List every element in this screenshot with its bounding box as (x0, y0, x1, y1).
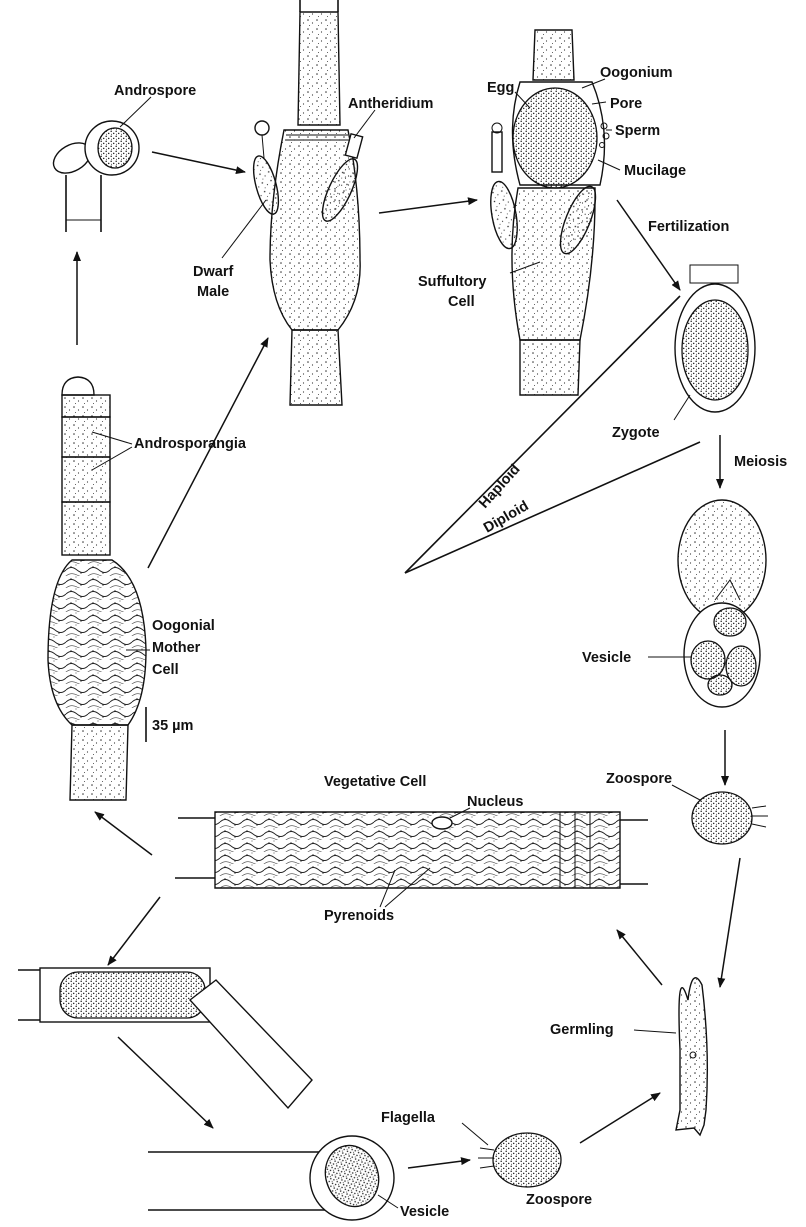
dwarf-male-filament (249, 0, 365, 405)
label-androspore: Androspore (114, 83, 196, 99)
zoospore-lower-drawing (478, 1133, 561, 1187)
label-dwarf-male-line1: Dwarf (193, 264, 233, 280)
meiosis-vesicle-drawing (678, 500, 766, 707)
label-androsporangia: Androsporangia (134, 436, 247, 452)
label-suffultory-line2: Cell (448, 294, 475, 310)
arrow-vegetative-to-release (108, 897, 160, 965)
label-antheridium: Antheridium (348, 96, 433, 112)
zoospore-release-drawing (18, 968, 312, 1108)
arrow-androspore-to-dwarf-male (152, 152, 245, 172)
zygote-drawing (675, 265, 755, 412)
label-oogonium: Oogonium (600, 65, 673, 81)
germling-drawing (676, 978, 707, 1135)
androsporangia-filament (48, 377, 146, 800)
label-pore: Pore (610, 96, 642, 112)
label-oogonial-line1: Oogonial (152, 618, 215, 634)
label-sperm: Sperm (615, 123, 660, 139)
arrow-to-zygote (617, 200, 680, 290)
label-dwarf-male-line2: Male (197, 284, 229, 300)
arrow-zoospore-to-germling (580, 1093, 660, 1143)
label-oogonial-line2: Mother (152, 640, 201, 656)
label-fertilization: Fertilization (648, 219, 729, 235)
label-germling: Germling (550, 1022, 614, 1038)
arrow-to-germling (720, 858, 740, 987)
label-zygote: Zygote (612, 425, 660, 441)
arrow-vesicle-to-zoospore (408, 1160, 470, 1168)
label-mucilage: Mucilage (624, 163, 686, 179)
arrow-vegetative-to-mother-cell (95, 812, 152, 855)
vesicle-bottom-drawing (148, 1136, 394, 1220)
label-meiosis: Meiosis (734, 454, 787, 470)
label-suffultory-line1: Suffultory (418, 274, 486, 290)
label-zoospore-lower: Zoospore (526, 1192, 592, 1208)
label-vegetative-cell: Vegetative Cell (324, 774, 426, 790)
arrow-male-to-oogonium (379, 200, 477, 213)
label-flagella: Flagella (381, 1110, 436, 1126)
arrow-release-to-vesicle (118, 1037, 213, 1128)
androspore-drawing (48, 121, 139, 232)
label-pyrenoids: Pyrenoids (324, 908, 394, 924)
vegetative-cell-drawing (175, 812, 648, 888)
zoospore-upper-drawing (692, 792, 768, 844)
label-oogonial-line3: Cell (152, 662, 179, 678)
label-vesicle-lower: Vesicle (400, 1204, 449, 1220)
arrow-mother-cell-to-dwarf-male (148, 338, 268, 568)
label-zoospore-upper: Zoospore (606, 771, 672, 787)
arrow-germling-to-vegetative (617, 930, 662, 985)
label-nucleus: Nucleus (467, 794, 523, 810)
label-vesicle-upper: Vesicle (582, 650, 631, 666)
label-scale-bar: 35 µm (152, 718, 193, 734)
label-egg: Egg (487, 80, 514, 96)
